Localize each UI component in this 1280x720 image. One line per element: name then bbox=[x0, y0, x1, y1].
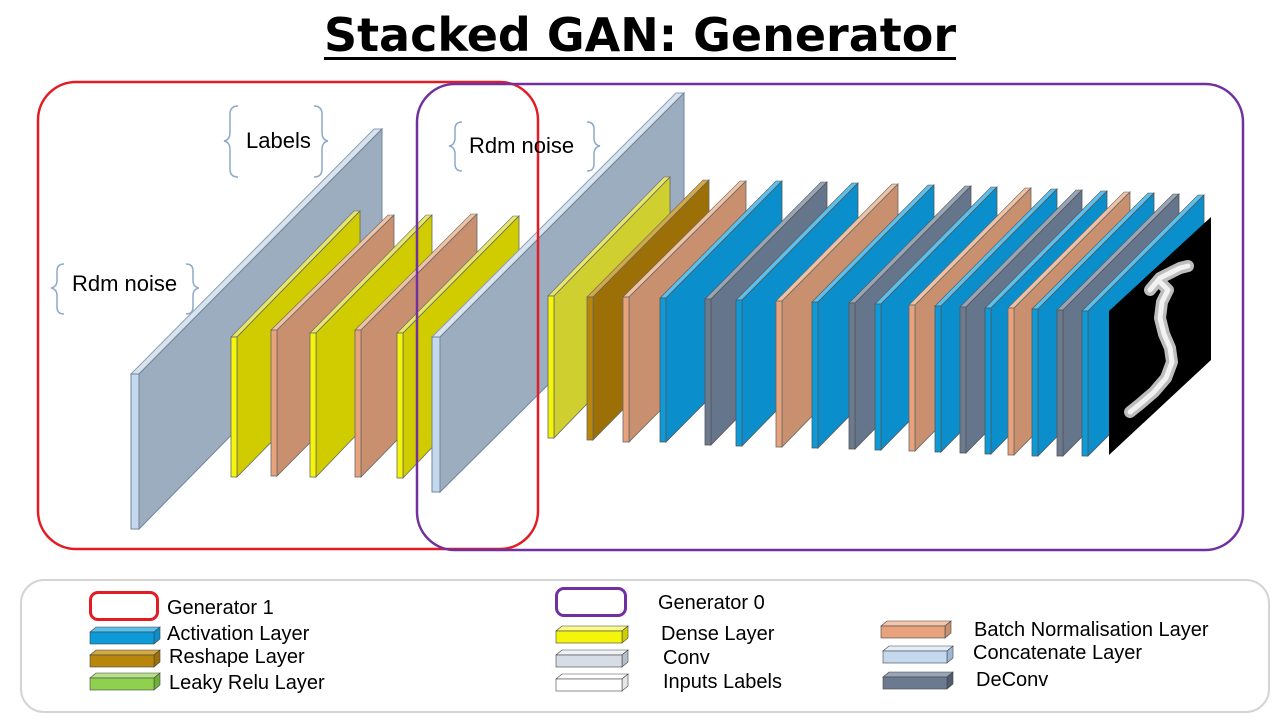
rdm-noise-top-label: Rdm noise bbox=[469, 133, 575, 158]
legend-generator0-label: Generator 0 bbox=[658, 592, 765, 614]
legend bbox=[20, 579, 1270, 713]
legend-generator0-swatch bbox=[555, 587, 627, 617]
legend-generator1-swatch bbox=[89, 591, 159, 621]
legend-leaky-relu-label: Leaky Relu Layer bbox=[169, 672, 325, 694]
rdm-noise-left-brace bbox=[50, 263, 200, 315]
legend-inputs-labels-label: Inputs Labels bbox=[663, 671, 782, 693]
labels-brace bbox=[223, 105, 329, 178]
legend-deconv-label: DeConv bbox=[976, 669, 1049, 691]
generator-diagram bbox=[36, 80, 1245, 552]
rdm-noise-top-brace bbox=[448, 121, 601, 172]
diagram-title: Stacked GAN: Generator bbox=[323, 8, 957, 62]
legend-dense-label: Dense Layer bbox=[661, 623, 775, 645]
legend-concatenate-label: Concatenate Layer bbox=[973, 642, 1143, 664]
generator0-outline bbox=[415, 82, 1245, 552]
generator1-outline bbox=[36, 80, 540, 551]
g0-layers bbox=[547, 176, 1205, 457]
legend-generator1-label: Generator 1 bbox=[167, 597, 274, 619]
legend-activation-label: Activation Layer bbox=[167, 623, 310, 645]
generated-digit-image bbox=[1109, 217, 1211, 455]
labels-input-label: Labels bbox=[246, 128, 311, 153]
rdm-noise-left-label: Rdm noise bbox=[72, 271, 178, 296]
legend-batchnorm-label: Batch Normalisation Layer bbox=[974, 619, 1209, 641]
legend-reshape-label: Reshape Layer bbox=[169, 646, 305, 668]
legend-conv-label: Conv bbox=[663, 647, 710, 669]
